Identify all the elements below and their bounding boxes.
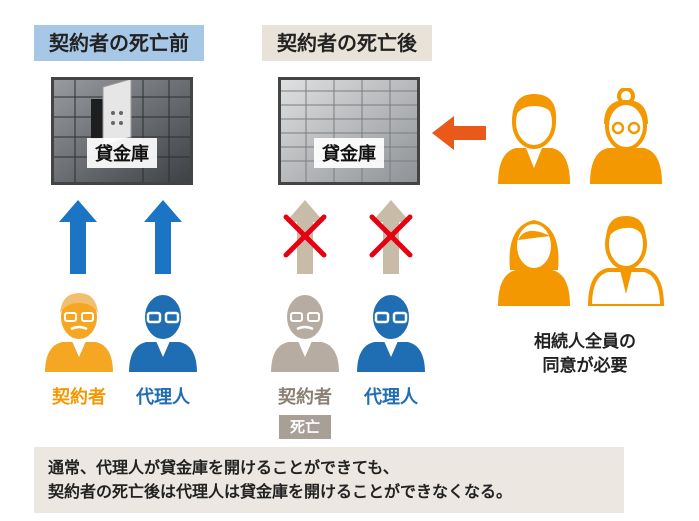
cross-icon bbox=[369, 214, 413, 258]
note-line2: 契約者の死亡後は代理人は貸金庫を開けることができなくなる。 bbox=[48, 482, 513, 501]
person-icon bbox=[498, 94, 570, 184]
person-icon bbox=[354, 293, 428, 373]
role-agent-after: 代理人 bbox=[364, 387, 418, 408]
person-icon bbox=[590, 88, 662, 184]
heirs-consent-line2: 同意が必要 bbox=[542, 356, 628, 376]
vault-label-before: 貸金庫 bbox=[87, 138, 157, 168]
safe-deposit-box-icon bbox=[54, 80, 190, 182]
cross-icon bbox=[283, 214, 327, 258]
arrow-up-icon bbox=[144, 200, 182, 274]
note-line1: 通常、代理人が貸金庫を開けることができても、 bbox=[48, 458, 399, 477]
heirs-consent-line1: 相続人全員の bbox=[534, 332, 636, 352]
vault-before: 貸金庫 bbox=[51, 77, 193, 185]
arrow-up-icon bbox=[59, 200, 97, 274]
person-icon bbox=[126, 293, 200, 373]
vault-label-after: 貸金庫 bbox=[314, 138, 384, 168]
vault-after: 貸金庫 bbox=[278, 77, 420, 185]
note-box: 通常、代理人が貸金庫を開けることができても、 契約者の死亡後は代理人は貸金庫を開… bbox=[34, 447, 624, 513]
arrow-left-icon bbox=[432, 116, 486, 150]
safe-deposit-box-icon bbox=[281, 80, 417, 182]
person-icon bbox=[588, 216, 664, 306]
person-icon bbox=[498, 220, 570, 306]
role-contractor-after: 契約者 bbox=[278, 387, 332, 408]
role-contractor: 契約者 bbox=[52, 387, 106, 408]
person-icon bbox=[268, 293, 342, 373]
person-icon bbox=[42, 293, 116, 373]
header-after-death: 契約者の死亡後 bbox=[262, 25, 432, 61]
role-agent: 代理人 bbox=[136, 387, 190, 408]
heirs-consent-caption: 相続人全員の 同意が必要 bbox=[490, 330, 680, 378]
deceased-badge: 死亡 bbox=[279, 415, 331, 439]
header-before-death: 契約者の死亡前 bbox=[34, 25, 204, 61]
